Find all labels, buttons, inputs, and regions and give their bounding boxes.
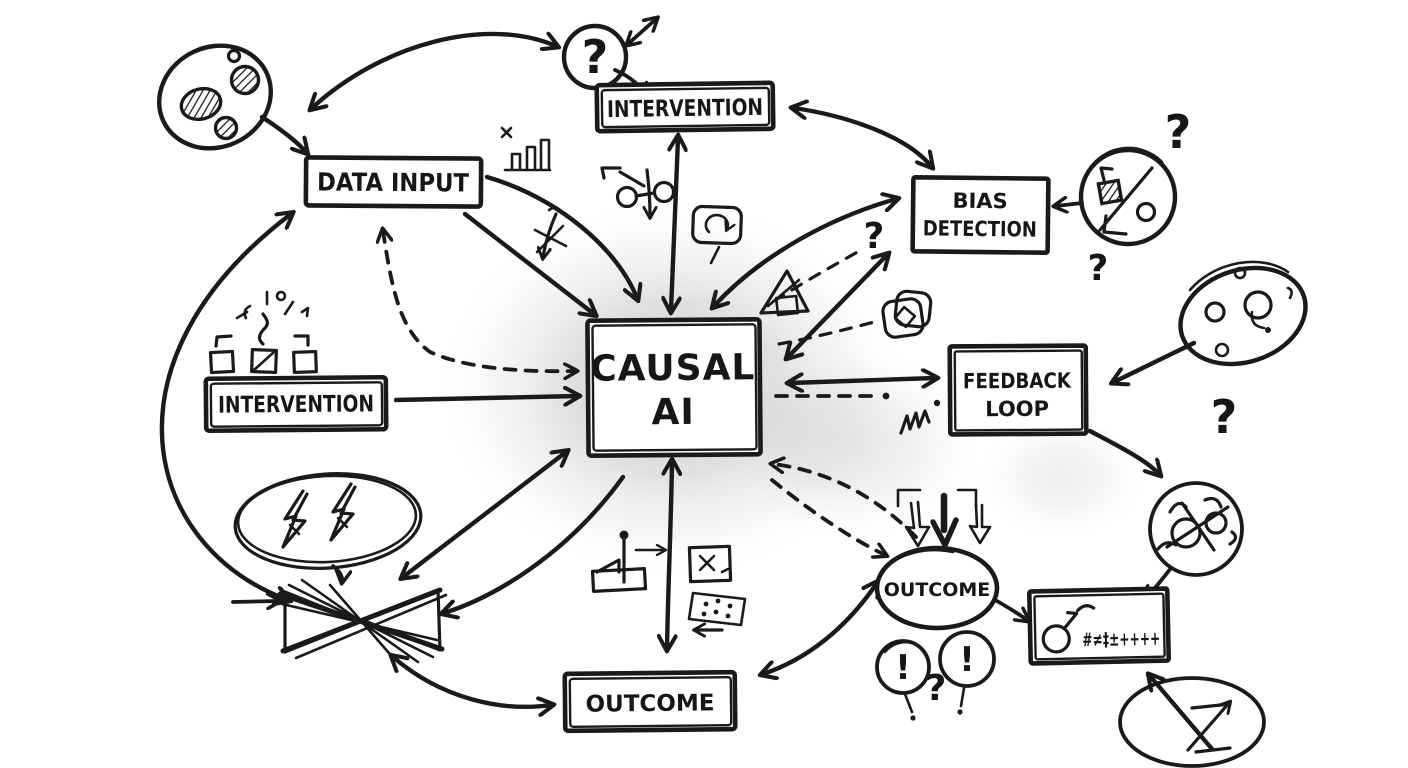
block-arrows-icon (896, 488, 992, 548)
exclamation-badge: ! (938, 630, 996, 715)
outcome-ellipse-node: OUTCOME (874, 545, 1000, 631)
cell-cluster-icon (156, 43, 274, 151)
data-input-box (303, 155, 484, 209)
zigzag-arrow-icon (1186, 703, 1229, 752)
dashed-arrow-causal-to-outcome (770, 478, 885, 555)
arrow-blob-to-feedback (1114, 340, 1197, 382)
gauge-doodle-icon (1078, 146, 1178, 247)
feedback-loop-label: FEEDBACK (963, 369, 1072, 394)
arrow-causal-bias-curved (714, 199, 896, 306)
outcome-ellipse (874, 545, 1000, 631)
lightning-bolt-icon (329, 482, 357, 542)
scribble-dot (933, 399, 941, 407)
intervention-left-label: INTERVENTION (218, 391, 374, 418)
arrow-intervention-causal (671, 138, 678, 310)
exclamation-mark: ! (895, 648, 911, 688)
causal-ai-label: AI (651, 392, 695, 433)
question-mark: ? (1165, 105, 1192, 159)
question-mark: ? (582, 30, 609, 84)
dashed-line-to-squares (777, 320, 876, 346)
outcome-box-node: OUTCOME (562, 669, 738, 734)
arrow-outcome-to-annotation (995, 599, 1027, 620)
question-mark: ? (1088, 248, 1109, 289)
arrow-feedback-to-network (1087, 428, 1159, 474)
whisk-arrow-icon (533, 206, 568, 257)
feedback-loop-label: LOOP (985, 397, 1049, 421)
arrow-cell-blob-to-data-input (259, 114, 306, 152)
dashed-arrow-outcome-to-causal (773, 464, 918, 539)
arrow-causal-outcome-box (667, 462, 672, 648)
bar-chart-icon (500, 126, 552, 172)
cell-sample-icon (1178, 260, 1308, 367)
causal-ai-label: CAUSAL (590, 347, 755, 389)
spark-squares-icon (208, 290, 318, 375)
intervention-top-label: INTERVENTION (607, 95, 763, 123)
arrow-gauge-to-bias (1056, 203, 1084, 206)
question-mark: ? (1211, 390, 1238, 444)
intervention-left-box (203, 374, 389, 434)
arrow-causal-to-x-curved (444, 474, 626, 613)
data-input-label: DATA INPUT (317, 167, 469, 197)
dashed-arrow-data-input-causal (383, 231, 575, 371)
lightning-bubble-icon (233, 472, 423, 570)
network-scribble-icon (1148, 481, 1244, 577)
arrow-left-loop-x-data-input (159, 214, 291, 600)
intervention-top-box (594, 80, 776, 134)
data-input-node: DATA INPUT (303, 155, 484, 209)
outcome-box (562, 669, 738, 734)
stacked-squares-icon (881, 289, 933, 339)
exclamation-badge: ! (875, 639, 931, 721)
causal-ai-node: CAUSAL AI (585, 316, 763, 459)
bias-detection-box (910, 175, 1051, 255)
causal-graph-icon (600, 166, 676, 216)
question-mark: ? (926, 668, 947, 709)
lightning-bolt-icon (281, 489, 309, 549)
crossed-out-scribble (277, 578, 448, 664)
arrow-x-outcome-box (393, 657, 551, 707)
intervention-left-node: INTERVENTION (203, 374, 389, 434)
x-box-icon (687, 544, 733, 584)
arrow-into-x-left (231, 601, 278, 602)
arrows (159, 19, 1215, 752)
arrow-intervention-left-to-causal (393, 396, 577, 400)
dashed-line-question (772, 248, 863, 303)
annotation-box (1027, 586, 1171, 666)
arrow-question-circle-out (628, 19, 656, 44)
feedback-loop-box (947, 343, 1089, 437)
causal-ai-box (585, 316, 763, 459)
zigzag-scribble (899, 409, 931, 435)
refresh-icon (691, 204, 743, 265)
question-mark: ? (864, 216, 885, 257)
bias-detection-label: BIAS (952, 189, 1007, 214)
bias-detection-label: DETECTION (923, 216, 1037, 241)
feedback-loop-node: FEEDBACK LOOP (947, 343, 1089, 437)
arrow-causal-feedback (790, 378, 935, 383)
male-symbol-scribble (1041, 604, 1096, 654)
zigzag-bubble-icon (1118, 676, 1266, 768)
pennant-chart-icon (590, 530, 664, 593)
bias-detection-node: BIAS DETECTION (910, 175, 1051, 255)
dotted-panel-icon (687, 591, 747, 630)
dash-dot (882, 392, 890, 400)
exclamation-mark: ! (959, 640, 975, 680)
intervention-top-node: INTERVENTION (594, 80, 776, 134)
arrow-outcome-ellipse-outcome-box (763, 583, 877, 674)
arrow-intervention-bias (794, 108, 931, 166)
question-circle: ? (561, 23, 629, 91)
arrow-x-causal-double (403, 452, 566, 577)
outcome-ellipse-label: OUTCOME (884, 579, 991, 601)
annotation-scribble-text: #≠‡±++++ (1082, 628, 1160, 652)
arrow-zigzag-to-annotation (1150, 676, 1215, 752)
outcome-box-label: OUTCOME (585, 690, 714, 717)
triangle-prism-icon (759, 269, 810, 317)
arrow-question-circle-data-input (312, 34, 556, 108)
annotation-box-node: #≠‡±++++ (1027, 586, 1171, 666)
arrow-data-input-to-causal-curved (484, 174, 637, 298)
